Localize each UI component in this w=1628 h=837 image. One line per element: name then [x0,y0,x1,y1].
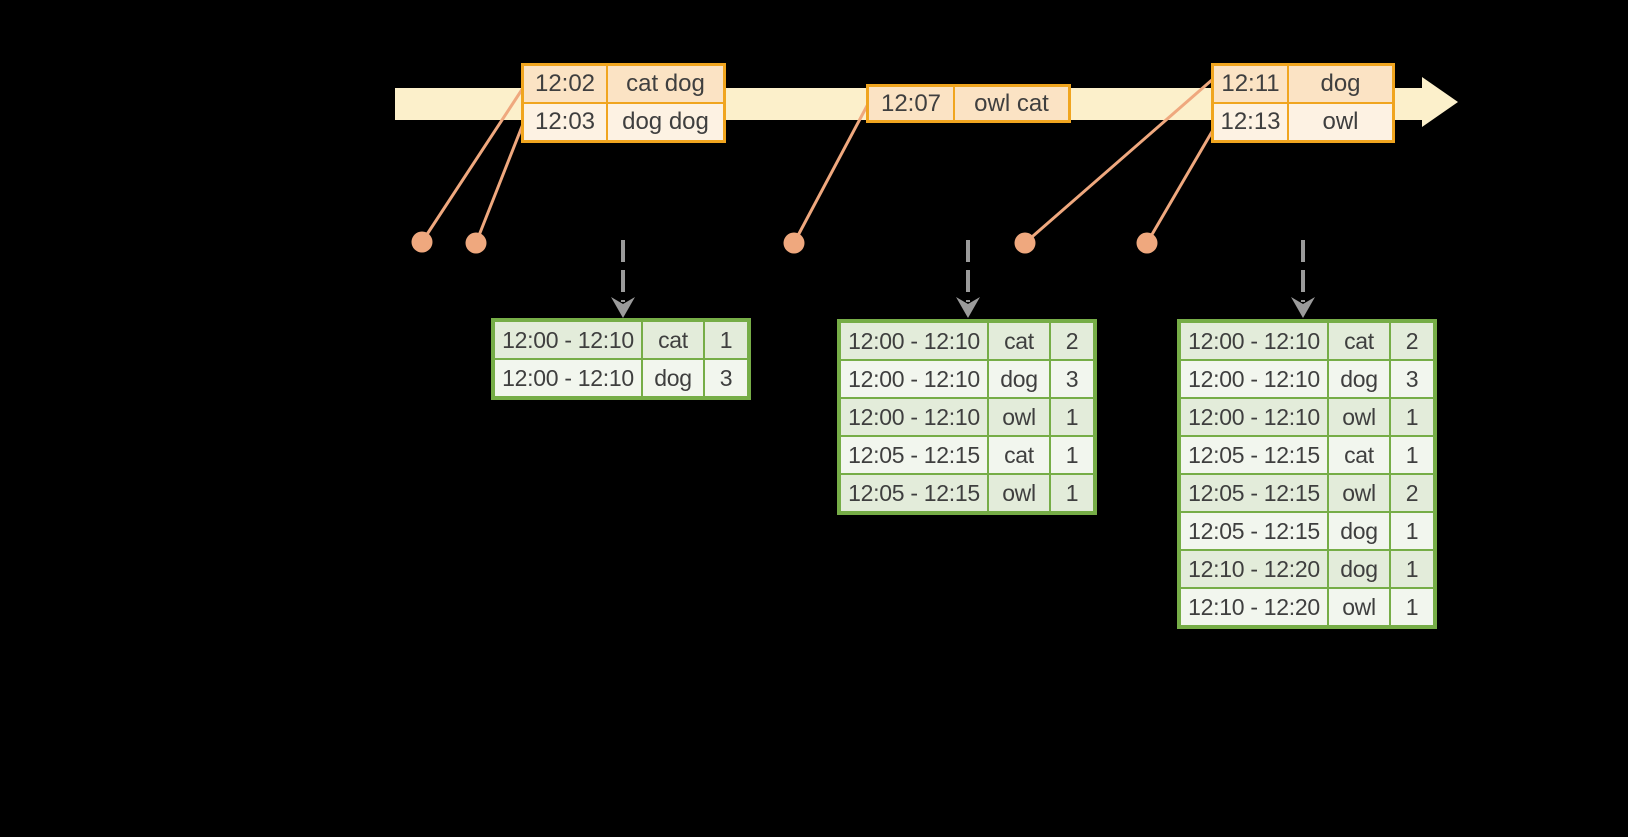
event-dot [411,231,433,253]
result-count-cell: 1 [1391,551,1433,587]
event-time-cell: 12:07 [869,87,953,120]
event-words-cell: cat dog [608,66,723,102]
result-word-cell: dog [1329,361,1389,397]
result-count-cell: 1 [1051,475,1093,511]
result-window-cell: 12:10 - 12:20 [1181,551,1327,587]
result-word-cell: cat [989,323,1049,359]
result-window-cell: 12:00 - 12:10 [1181,323,1327,359]
event-time-cell: 12:03 [524,104,606,140]
result-table: 12:00 - 12:10 cat 2 12:00 - 12:10 dog 3 … [1177,319,1437,629]
event-table: 12:07 owl cat [866,84,1071,123]
result-window-cell: 12:00 - 12:10 [1181,399,1327,435]
result-count-cell: 1 [1391,513,1433,549]
event-table: 12:02 cat dog 12:03 dog dog [521,63,726,143]
result-count-cell: 3 [1051,361,1093,397]
result-count-cell: 1 [705,322,747,358]
result-count-cell: 1 [1051,437,1093,473]
event-dot [465,232,487,254]
event-dot [783,232,805,254]
event-words-cell: owl cat [955,87,1068,120]
event-time-cell: 12:11 [1214,66,1287,102]
event-words-cell: dog dog [608,104,723,140]
trigger-arrow [1291,240,1315,318]
result-word-cell: dog [1329,551,1389,587]
result-word-cell: cat [1329,437,1389,473]
connector-line [1024,77,1214,245]
connector-line [1145,129,1215,244]
result-word-cell: cat [1329,323,1389,359]
event-words-cell: owl [1289,104,1392,140]
result-window-cell: 12:00 - 12:10 [1181,361,1327,397]
result-table: 12:00 - 12:10 cat 2 12:00 - 12:10 dog 3 … [837,319,1097,515]
event-dot [1014,232,1036,254]
result-count-cell: 1 [1051,399,1093,435]
event-dot [1136,232,1158,254]
result-count-cell: 1 [1391,399,1433,435]
trigger-arrow [611,240,635,318]
event-words-cell: dog [1289,66,1392,102]
trigger-arrow [956,240,980,318]
result-word-cell: owl [989,399,1049,435]
result-window-cell: 12:10 - 12:20 [1181,589,1327,625]
connector-line [792,103,870,244]
result-count-cell: 2 [1391,323,1433,359]
result-window-cell: 12:00 - 12:10 [495,322,641,358]
result-count-cell: 3 [1391,361,1433,397]
result-window-cell: 12:00 - 12:10 [841,361,987,397]
connector-line [420,87,525,243]
result-window-cell: 12:05 - 12:15 [1181,513,1327,549]
result-word-cell: owl [1329,399,1389,435]
result-count-cell: 3 [705,360,747,396]
result-window-cell: 12:05 - 12:15 [1181,475,1327,511]
result-word-cell: cat [643,322,703,358]
event-time-cell: 12:02 [524,66,606,102]
result-count-cell: 2 [1051,323,1093,359]
result-window-cell: 12:00 - 12:10 [841,323,987,359]
result-window-cell: 12:00 - 12:10 [495,360,641,396]
event-table: 12:11 dog 12:13 owl [1211,63,1395,143]
result-word-cell: dog [1329,513,1389,549]
event-time-cell: 12:13 [1214,104,1287,140]
result-window-cell: 12:05 - 12:15 [841,475,987,511]
result-word-cell: cat [989,437,1049,473]
result-count-cell: 1 [1391,437,1433,473]
result-window-cell: 12:05 - 12:15 [1181,437,1327,473]
result-word-cell: dog [989,361,1049,397]
result-count-cell: 2 [1391,475,1433,511]
connector-line [474,123,525,244]
result-table: 12:00 - 12:10 cat 1 12:00 - 12:10 dog 3 [491,318,751,400]
result-word-cell: owl [1329,589,1389,625]
result-word-cell: owl [1329,475,1389,511]
result-word-cell: dog [643,360,703,396]
result-window-cell: 12:05 - 12:15 [841,437,987,473]
result-count-cell: 1 [1391,589,1433,625]
result-word-cell: owl [989,475,1049,511]
result-window-cell: 12:00 - 12:10 [841,399,987,435]
